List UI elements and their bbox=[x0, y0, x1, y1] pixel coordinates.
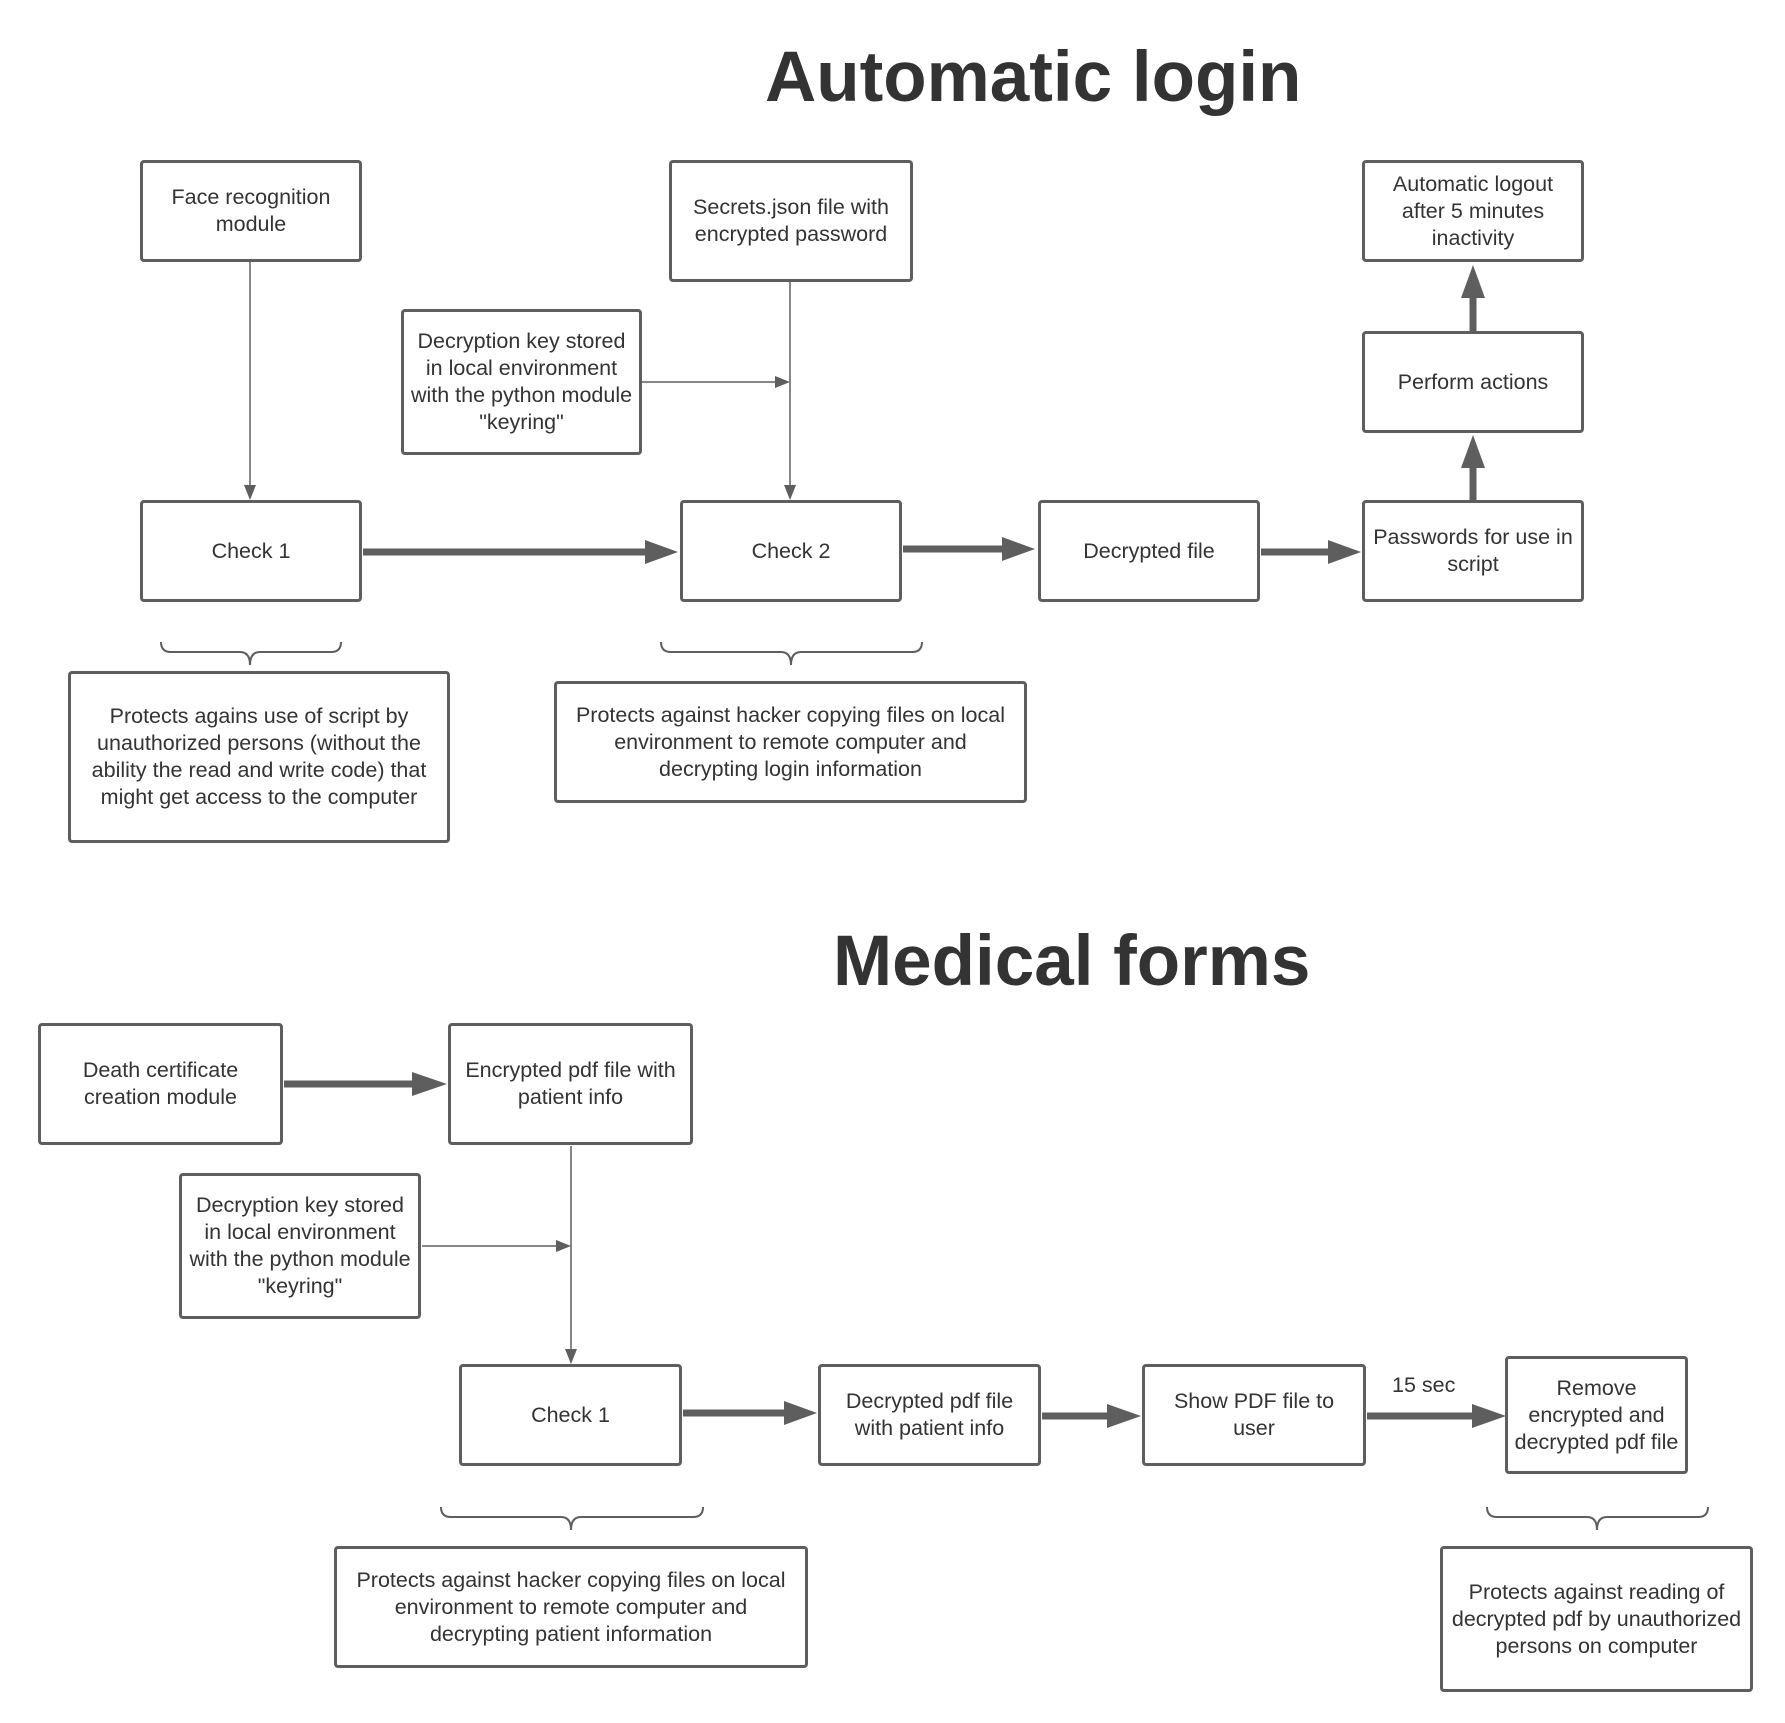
node-label: Decryption key stored in local environme… bbox=[189, 1193, 411, 1298]
node-check-1: Check 1 bbox=[140, 500, 362, 602]
edge-face-to-check1 bbox=[244, 262, 256, 500]
note-protects-against-unauthorized-use: Protects agains use of script by unautho… bbox=[68, 671, 450, 843]
node-label: Decrypted pdf file with patient info bbox=[845, 1389, 1014, 1440]
note-protects-against-hacker-patient: Protects against hacker copying files on… bbox=[334, 1546, 808, 1668]
node-check-1-medical: Check 1 bbox=[459, 1364, 682, 1466]
brace-check1 bbox=[160, 641, 342, 666]
node-check-2: Check 2 bbox=[680, 500, 902, 602]
node-label: Decrypted file bbox=[1083, 538, 1215, 563]
edge-check1b-to-decpdf bbox=[683, 1401, 817, 1425]
node-label: Check 1 bbox=[211, 538, 291, 563]
note-label: Protects agains use of script by unautho… bbox=[91, 704, 427, 809]
node-label: Encrypted pdf file with patient info bbox=[465, 1058, 676, 1109]
node-face-recognition-module: Face recognition module bbox=[140, 160, 362, 262]
edge-check1-to-check2 bbox=[363, 540, 678, 564]
node-label: Check 2 bbox=[751, 538, 831, 563]
edge-keyring2-to-line bbox=[422, 1240, 571, 1252]
node-show-pdf-file: Show PDF file to user bbox=[1142, 1364, 1366, 1466]
note-protects-against-reading-decrypted: Protects against reading of decrypted pd… bbox=[1440, 1546, 1753, 1692]
section-title-medical-forms: Medical forms bbox=[833, 922, 1311, 1001]
edge-secrets-to-check2 bbox=[784, 282, 796, 500]
brace-check1b bbox=[440, 1506, 704, 1531]
note-label: Protects against reading of decrypted pd… bbox=[1451, 1579, 1742, 1658]
edge-encpdf-to-check1 bbox=[565, 1146, 577, 1364]
node-decrypted-pdf-file: Decrypted pdf file with patient info bbox=[818, 1364, 1041, 1466]
edge-decrypted-to-passwords bbox=[1261, 540, 1361, 564]
edge-perform-to-logout bbox=[1461, 265, 1485, 331]
node-label: Remove encrypted and decrypted pdf file bbox=[1514, 1375, 1679, 1454]
node-decrypted-file: Decrypted file bbox=[1038, 500, 1260, 602]
section-title-automatic-login: Automatic login bbox=[765, 38, 1302, 117]
edge-decpdf-to-show bbox=[1042, 1404, 1141, 1428]
note-protects-against-hacker-login: Protects against hacker copying files on… bbox=[554, 681, 1027, 803]
node-label: Decryption key stored in local environme… bbox=[410, 329, 633, 434]
node-label: Passwords for use in script bbox=[1373, 525, 1573, 576]
edge-show-to-remove bbox=[1367, 1404, 1506, 1428]
node-passwords-for-use-in-script: Passwords for use in script bbox=[1362, 500, 1584, 602]
brace-remove bbox=[1486, 1506, 1709, 1531]
edge-death-to-encpdf bbox=[284, 1072, 447, 1096]
node-secrets-json-file: Secrets.json file with encrypted passwor… bbox=[669, 160, 913, 282]
node-automatic-logout: Automatic logout after 5 minutes inactiv… bbox=[1362, 160, 1584, 262]
edge-label-15-sec: 15 sec bbox=[1392, 1373, 1456, 1397]
node-label: Check 1 bbox=[531, 1402, 610, 1427]
node-remove-pdf-files: Remove encrypted and decrypted pdf file bbox=[1505, 1356, 1688, 1474]
node-death-certificate-module: Death certificate creation module bbox=[38, 1023, 283, 1145]
node-label: Perform actions bbox=[1397, 369, 1549, 394]
brace-check2 bbox=[660, 641, 923, 666]
node-label: Automatic logout after 5 minutes inactiv… bbox=[1392, 171, 1554, 250]
node-label: Secrets.json file with encrypted passwor… bbox=[693, 195, 889, 246]
node-decryption-key-keyring-2: Decryption key stored in local environme… bbox=[179, 1173, 421, 1319]
edge-passwords-to-perform bbox=[1461, 435, 1485, 500]
node-label: Face recognition module bbox=[171, 185, 331, 236]
edge-check2-to-decrypted bbox=[903, 537, 1035, 561]
note-label: Protects against hacker copying files on… bbox=[356, 1567, 786, 1646]
edge-keyring-to-line bbox=[641, 376, 790, 388]
note-label: Protects against hacker copying files on… bbox=[575, 702, 1006, 781]
node-label: Show PDF file to user bbox=[1173, 1389, 1335, 1440]
node-label: Death certificate creation module bbox=[82, 1058, 239, 1109]
node-encrypted-pdf-file: Encrypted pdf file with patient info bbox=[448, 1023, 693, 1145]
node-perform-actions: Perform actions bbox=[1362, 331, 1584, 433]
node-decryption-key-keyring: Decryption key stored in local environme… bbox=[401, 309, 642, 455]
